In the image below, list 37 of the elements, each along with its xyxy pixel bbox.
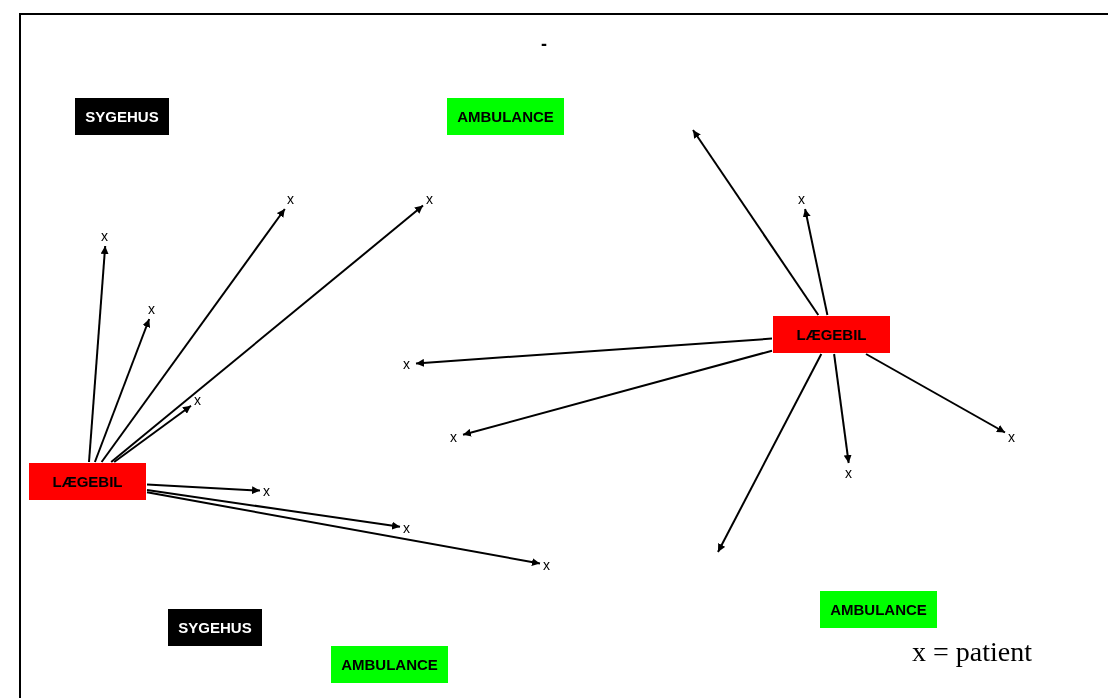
legend-note: x = patient bbox=[912, 636, 1032, 668]
ambulance-box: AMBULANCE bbox=[447, 98, 564, 135]
patient-mark: x bbox=[426, 192, 433, 206]
arrow bbox=[146, 489, 401, 530]
arrow bbox=[717, 353, 823, 553]
patient-mark: x bbox=[101, 229, 108, 243]
hospital-box: SYGEHUS bbox=[168, 609, 262, 646]
arrow bbox=[415, 337, 773, 367]
patient-mark: x bbox=[287, 192, 294, 206]
arrow bbox=[88, 245, 109, 463]
arrow bbox=[865, 353, 1006, 434]
arrow bbox=[113, 404, 192, 463]
doctor-car-box: LÆGEBIL bbox=[29, 463, 146, 500]
ambulance-box: AMBULANCE bbox=[820, 591, 937, 628]
arrow bbox=[146, 483, 261, 495]
patient-mark: x bbox=[263, 484, 270, 498]
patient-mark: x bbox=[845, 466, 852, 480]
arrow bbox=[833, 353, 852, 464]
arrow bbox=[692, 129, 820, 316]
arrow bbox=[462, 349, 773, 437]
patient-mark: x bbox=[798, 192, 805, 206]
ambulance-box: AMBULANCE bbox=[331, 646, 448, 683]
title-text: - bbox=[541, 34, 547, 55]
hospital-box: SYGEHUS bbox=[75, 98, 169, 135]
arrow bbox=[146, 491, 541, 566]
patient-mark: x bbox=[543, 558, 550, 572]
patient-mark: x bbox=[194, 393, 201, 407]
arrow bbox=[802, 208, 829, 316]
patient-mark: x bbox=[450, 430, 457, 444]
patient-mark: x bbox=[403, 357, 410, 371]
arrow bbox=[100, 208, 286, 463]
arrow bbox=[110, 204, 424, 463]
patient-mark: x bbox=[1008, 430, 1015, 444]
arrow bbox=[93, 318, 151, 463]
patient-mark: x bbox=[148, 302, 155, 316]
patient-mark: x bbox=[403, 521, 410, 535]
doctor-car-box: LÆGEBIL bbox=[773, 316, 890, 353]
